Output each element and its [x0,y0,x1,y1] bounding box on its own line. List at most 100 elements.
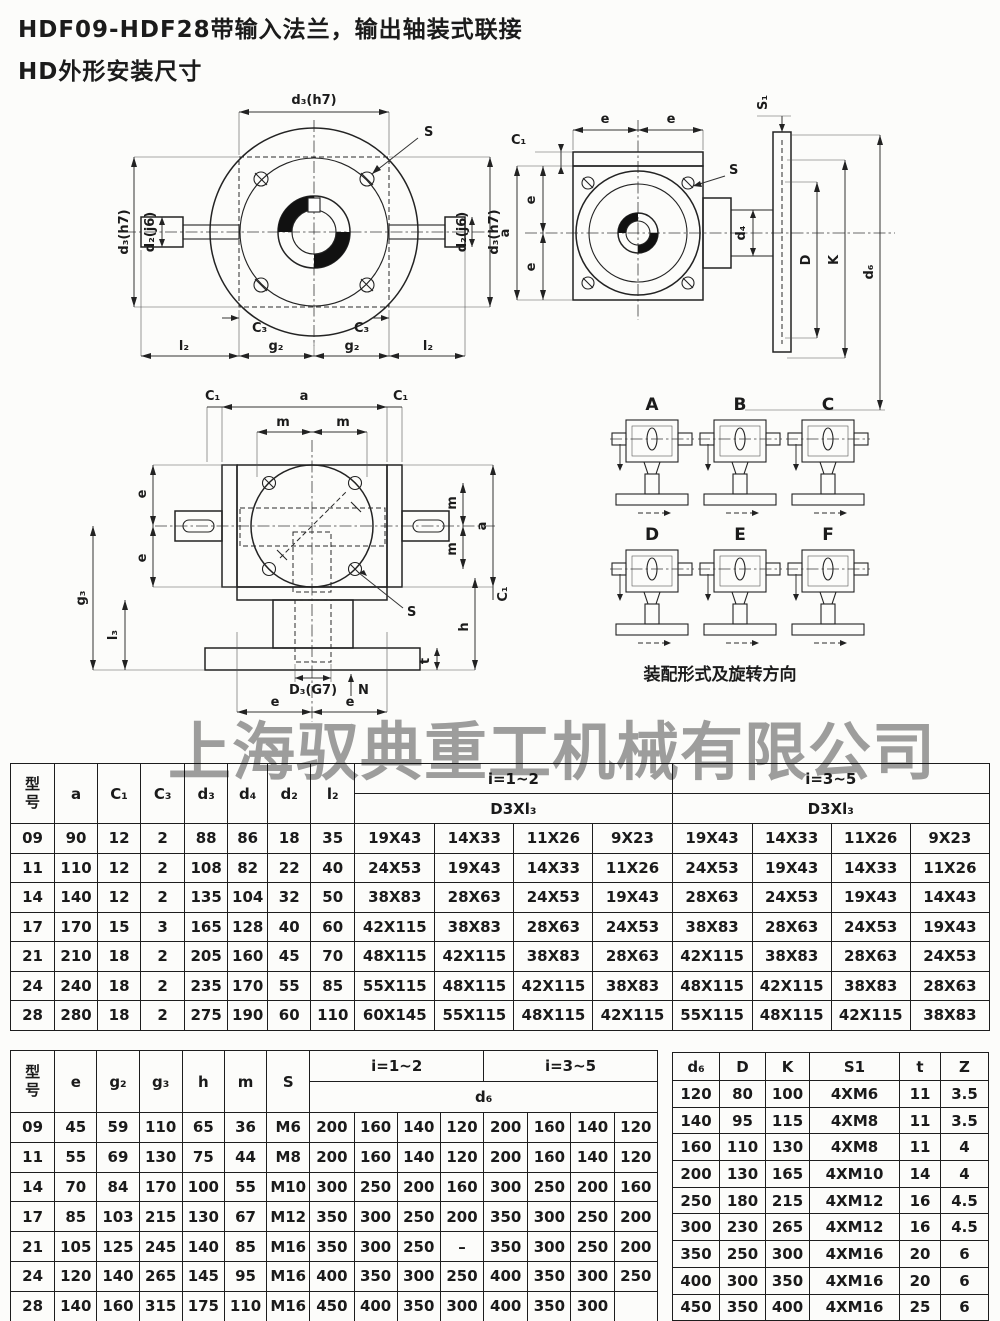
dim-label-l2-right: l₂ [423,339,433,354]
value-cell: 450 [309,1290,355,1321]
value-cell: 28X63 [671,882,753,913]
model-cell: 300 [672,1213,720,1242]
value-cell: 110 [310,1000,356,1031]
dim-label-d4: d₄ [734,225,749,240]
value-cell: 215 [765,1186,810,1215]
value-cell: 4XM10 [809,1160,900,1188]
dim-label-e-left-lower: e [524,262,539,271]
value-cell: 12 [97,852,142,883]
value-cell: 14X33 [434,823,515,854]
value-cell: 115 [765,1106,810,1135]
value-cell: 70 [310,941,356,972]
dim-label-c1: C₁ [511,133,526,148]
dim-label-g3: g₃ [74,591,89,606]
value-cell: 350 [483,1201,529,1233]
value-cell: 2 [140,852,186,883]
assembly-variant-e: E [734,525,746,545]
value-cell: 140 [570,1141,615,1173]
assembly-caption: 装配形式及旋转方向 [643,664,797,685]
value-cell: 15 [97,911,142,942]
value-cell: 6 [940,1293,989,1321]
value-cell: 130 [719,1160,766,1188]
value-cell: 350 [353,1260,398,1292]
page-subtitle: HD外形安装尺寸 [18,59,203,85]
value-cell: 350 [719,1293,766,1321]
value-cell: 350 [527,1260,572,1292]
value-cell: 120 [439,1112,485,1143]
dim-label-t: t [418,658,433,664]
value-cell: 48X115 [434,970,515,1001]
value-cell: 28X63 [434,882,515,913]
value-cell: 40 [267,911,312,942]
value-cell: 24X53 [909,941,991,972]
value-cell: 200 [309,1141,355,1173]
value-cell: 205 [184,941,229,972]
value-cell: 160 [527,1141,572,1173]
value-cell: 400 [353,1290,398,1321]
value-cell: 38X83 [671,911,753,942]
value-cell: 350 [483,1231,529,1262]
value-cell: 125 [96,1231,140,1262]
value-cell: 250 [396,1201,441,1233]
value-cell: 145 [181,1260,225,1292]
value-cell: 300 [527,1231,572,1262]
value-cell: 25 [899,1293,941,1321]
t1-header-d4: d₄ [227,763,269,824]
value-cell: 160 [439,1171,485,1203]
value-cell: 140 [396,1141,441,1173]
value-cell: 180 [719,1186,766,1215]
value-cell: 70 [54,1171,98,1203]
value-cell: 250 [719,1240,766,1268]
value-cell: 140 [54,1290,98,1321]
model-cell: 450 [672,1293,720,1321]
t2-header-m: m [223,1050,268,1113]
value-cell: 300 [353,1231,398,1262]
value-cell: 18 [97,1000,142,1031]
value-cell: 19X43 [671,823,753,854]
value-cell: 110 [138,1112,183,1143]
value-cell: 200 [613,1231,659,1262]
value-cell: 14X33 [830,852,911,883]
value-cell: M12 [266,1201,311,1233]
value-cell: 11X26 [909,852,991,883]
side-view-geometry [514,115,895,411]
dim-label-K: K [827,254,842,265]
model-cell: 24 [9,1260,56,1292]
dim-label-d2-left: d₂(j6) [143,212,158,252]
value-cell: 250 [527,1171,572,1203]
dim-label-a-top: a [300,389,309,404]
value-cell: 120 [439,1141,485,1173]
value-cell: 200 [570,1171,615,1203]
value-cell: 280 [54,1000,99,1031]
bottom-view-drawing: C₁ a C₁ m m e e g₃ l₃ m m a C₁ h t S D₃(… [74,389,511,722]
dim-label-m-top-left: m [276,415,290,430]
value-cell: 4.5 [940,1186,989,1215]
value-cell: 350 [309,1231,355,1262]
dim-label-e-top-right: e [667,112,676,127]
value-cell: 24X53 [354,852,436,883]
model-cell: 17 [9,911,56,942]
dim-label-s1: S₁ [756,95,771,110]
dim-label-a-right: a [475,522,490,531]
value-cell: 245 [138,1231,183,1262]
value-cell: 160 [527,1112,572,1143]
side-view-drawing: C₁ e e a e e S S₁ d₄ D K d₆ [498,95,895,411]
value-cell: 250 [613,1260,659,1292]
value-cell: 45 [54,1112,98,1143]
value-cell: 2 [140,1000,186,1031]
value-cell: 20 [899,1240,941,1268]
value-cell: 12 [97,882,142,913]
value-cell: 65 [181,1112,225,1143]
value-cell: 38X83 [909,1000,991,1031]
value-cell: 165 [765,1160,810,1188]
value-cell: 140 [570,1112,615,1143]
value-cell: 38X83 [354,882,436,913]
